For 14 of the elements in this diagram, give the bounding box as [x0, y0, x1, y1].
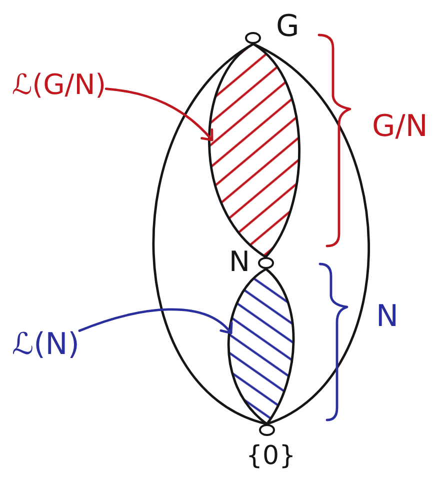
lattice-line — [264, 268, 295, 426]
vertex-label: N — [229, 247, 250, 278]
brace-label: N — [376, 300, 398, 333]
lattice-line — [152, 42, 268, 426]
lattice-label: ℒ(N) — [12, 328, 80, 361]
lattice-line — [252, 42, 300, 258]
lattice-line — [227, 268, 268, 426]
leader-arrow — [104, 88, 214, 142]
vertex-label: {0} — [246, 442, 296, 471]
leader-arrow — [78, 308, 232, 334]
lattice-line — [252, 42, 370, 426]
lattice-label: ℒ(G/N) — [12, 70, 106, 101]
vertex-label: G — [276, 10, 300, 43]
brace-label: G/N — [372, 110, 428, 143]
